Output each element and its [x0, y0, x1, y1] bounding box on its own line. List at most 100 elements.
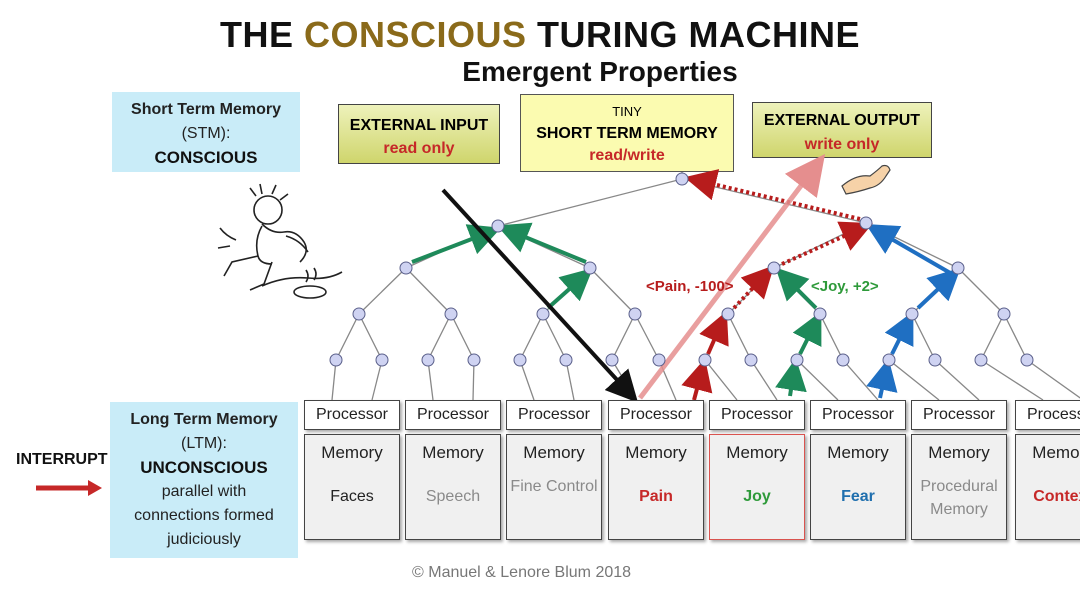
interrupt-arrow-icon: [36, 480, 102, 496]
tree-edge: [542, 313, 567, 361]
leaf-edge: [796, 359, 839, 401]
leaf-edge: [934, 359, 980, 401]
memory-name: Pain: [639, 488, 673, 505]
hand-icon: [841, 164, 891, 195]
ltm-label-box: Long Term Memory (LTM): UNCONSCIOUS para…: [110, 402, 298, 558]
memory-label: Memory: [928, 443, 990, 462]
tree-node: [721, 307, 735, 321]
black-arrow: [441, 188, 639, 403]
tree-edge: [405, 267, 452, 315]
tree-node: [905, 307, 919, 321]
stm-line-3: CONSCIOUS: [154, 148, 258, 167]
tree-edge: [727, 313, 752, 361]
tree-node: [698, 353, 712, 367]
tree-edge: [634, 313, 660, 361]
joy-annotation: <Joy, +2>: [811, 278, 879, 295]
memory-name: Fear: [841, 488, 875, 505]
external-output-mode: write only: [804, 136, 880, 153]
ltm-line-2: (LTM):: [181, 435, 227, 452]
tree-edge: [358, 313, 383, 361]
tree-node: [951, 261, 965, 275]
leaf-edge: [519, 359, 535, 401]
green-arrow: [496, 222, 587, 264]
tree-node: [491, 219, 505, 233]
ltm-line-4: parallel with: [161, 483, 247, 500]
external-output-box: EXTERNAL OUTPUT write only: [752, 102, 932, 158]
interrupt-label: INTERRUPT: [16, 451, 108, 468]
memory-label: Memory: [422, 443, 484, 462]
tree-node: [444, 307, 458, 321]
memory-name: Fine Control: [510, 478, 598, 495]
processor-box: Processor: [1015, 400, 1080, 430]
arrows-layer: [411, 154, 961, 403]
blue-arrow: [866, 358, 898, 399]
red-arrow: [699, 311, 729, 355]
title-part-1: THE: [219, 14, 294, 55]
copyright-notice: © Manuel & Lenore Blum 2018: [412, 564, 632, 581]
tree-edge: [1003, 313, 1028, 361]
red-arrow: [681, 358, 713, 401]
memory-name: Faces: [330, 488, 374, 505]
tree-node: [997, 307, 1011, 321]
blue-arrow: [865, 223, 954, 276]
tree-edge: [450, 313, 475, 361]
tree-node: [675, 172, 689, 186]
green-arrow: [775, 358, 807, 397]
tree-node: [559, 353, 573, 367]
ltm-line-5: connections formed: [134, 507, 274, 524]
memory-name: Joy: [743, 488, 771, 505]
processor-box: Processor: [911, 400, 1007, 430]
stm-label-box: Short Term Memory (STM): CONSCIOUS: [112, 92, 300, 172]
processor-box: Processor: [405, 400, 501, 430]
tree-node: [974, 353, 988, 367]
processor-box: Processor: [304, 400, 400, 430]
leaf-edge: [472, 359, 475, 401]
tree-node: [859, 216, 873, 230]
tree-node: [882, 353, 896, 367]
tree-node: [790, 353, 804, 367]
tree-nodes: [329, 172, 1034, 367]
memory-label: Memory: [827, 443, 889, 462]
tree-edge: [335, 313, 360, 361]
leaf-edge: [888, 359, 940, 401]
leaf-edge: [1026, 359, 1080, 399]
red-arrow: [684, 169, 861, 221]
tree-node: [836, 353, 850, 367]
external-input-box: EXTERNAL INPUT read only: [338, 104, 500, 164]
leaf-edge: [704, 359, 738, 401]
person-in-pain-icon: [217, 183, 343, 299]
tree-node: [583, 261, 597, 275]
green-arrow: [775, 267, 818, 310]
tree-edge: [819, 313, 844, 361]
leaf-edge: [331, 359, 337, 401]
memory-label: Memory: [625, 443, 687, 462]
stm-title: SHORT TERM MEMORY: [536, 125, 718, 142]
leaf-edge: [427, 359, 434, 401]
short-term-memory-box: TINY SHORT TERM MEMORY read/write: [520, 94, 734, 172]
external-input-title: EXTERNAL INPUT: [349, 117, 489, 134]
tree-edge: [427, 313, 452, 361]
tree-edge: [519, 313, 544, 361]
ltm-line-1: Long Term Memory: [130, 411, 278, 428]
ltm-line-3: UNCONSCIOUS: [140, 458, 268, 477]
tree-node: [352, 307, 366, 321]
subtitle: Emergent Properties: [462, 56, 738, 87]
tree-edge: [589, 267, 636, 315]
tree-node: [421, 353, 435, 367]
stm-line-1: Short Term Memory: [131, 101, 281, 118]
external-input-mode: read only: [383, 140, 455, 157]
tree-edge: [980, 313, 1005, 361]
memory-name: Context: [1033, 488, 1080, 505]
green-arrow: [411, 224, 502, 264]
red-arrow: [781, 221, 873, 266]
stm-tiny-label: TINY: [612, 104, 642, 119]
title: THE CONSCIOUS TURING MACHINE: [0, 14, 1080, 56]
leaf-edge: [750, 359, 778, 401]
ltm-line-6: judiciously: [167, 531, 241, 548]
pain-annotation: <Pain, -100>: [646, 278, 734, 295]
